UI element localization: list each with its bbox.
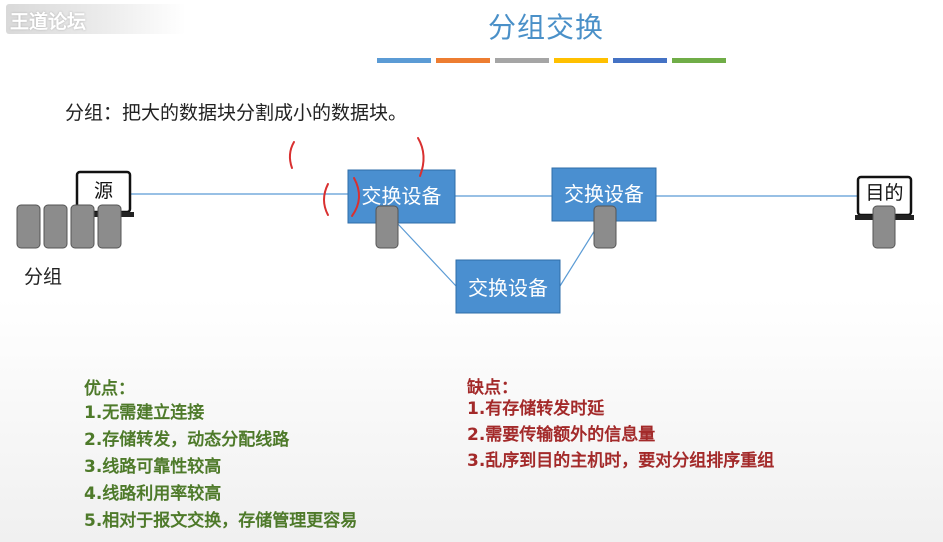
handwritten-annotation [288, 137, 425, 217]
cons-list: 1.有存储转发时延 2.需要传输额外的信息量 3.乱序到目的主机时，要对分组排序… [467, 396, 774, 474]
list-item: 1.无需建立连接 [84, 403, 205, 423]
packet-at-switch-1 [375, 205, 399, 249]
pros-title: 优点： [84, 379, 135, 399]
packet [43, 204, 68, 249]
packets-label: 分组 [24, 266, 63, 288]
list-item: 4.线路利用率较高 [84, 484, 222, 504]
list-item: 2.存储转发，动态分配线路 [84, 430, 290, 450]
watermark-text: 王道论坛 [10, 11, 87, 33]
list-item: 3.线路可靠性较高 [84, 457, 222, 477]
title-color-bar [436, 58, 490, 63]
list-item: 5.相对于报文交换，存储管理更容易 [84, 511, 358, 531]
dest-label: 目的 [865, 181, 904, 204]
packet-at-dest [872, 205, 896, 249]
slide-title: 分组交换 [488, 11, 605, 44]
pros-list: 1.无需建立连接 2.存储转发，动态分配线路 3.线路可靠性较高 4.线路利用率… [84, 400, 357, 535]
packet [70, 204, 95, 249]
packet [16, 204, 41, 249]
title-color-bar [554, 58, 608, 63]
packet-at-switch-2 [593, 205, 617, 249]
title-color-bar [613, 58, 667, 63]
packet-group [16, 204, 122, 249]
switch-3-label: 交换设备 [468, 276, 548, 300]
title-color-bar [377, 58, 431, 63]
title-color-bar [495, 58, 549, 63]
link-switch1-switch3 [397, 223, 457, 287]
cons-title: 缺点： [467, 378, 518, 398]
link-switch2-switch3 [559, 221, 601, 287]
watermark: 王道论坛 [6, 4, 186, 34]
switch-1-label: 交换设备 [361, 183, 442, 208]
list-item: 1.有存储转发时延 [467, 399, 605, 419]
definition-text: 分组：把大的数据块分割成小的数据块。 [65, 102, 408, 124]
switch-2-label: 交换设备 [564, 181, 644, 206]
packet [97, 204, 122, 249]
list-item: 2.需要传输额外的信息量 [467, 425, 656, 445]
source-label: 源 [93, 179, 113, 202]
title-color-bar [672, 58, 726, 63]
list-item: 3.乱序到目的主机时，要对分组排序重组 [467, 451, 775, 471]
switch-3 [455, 259, 561, 314]
switch-1 [347, 169, 456, 224]
